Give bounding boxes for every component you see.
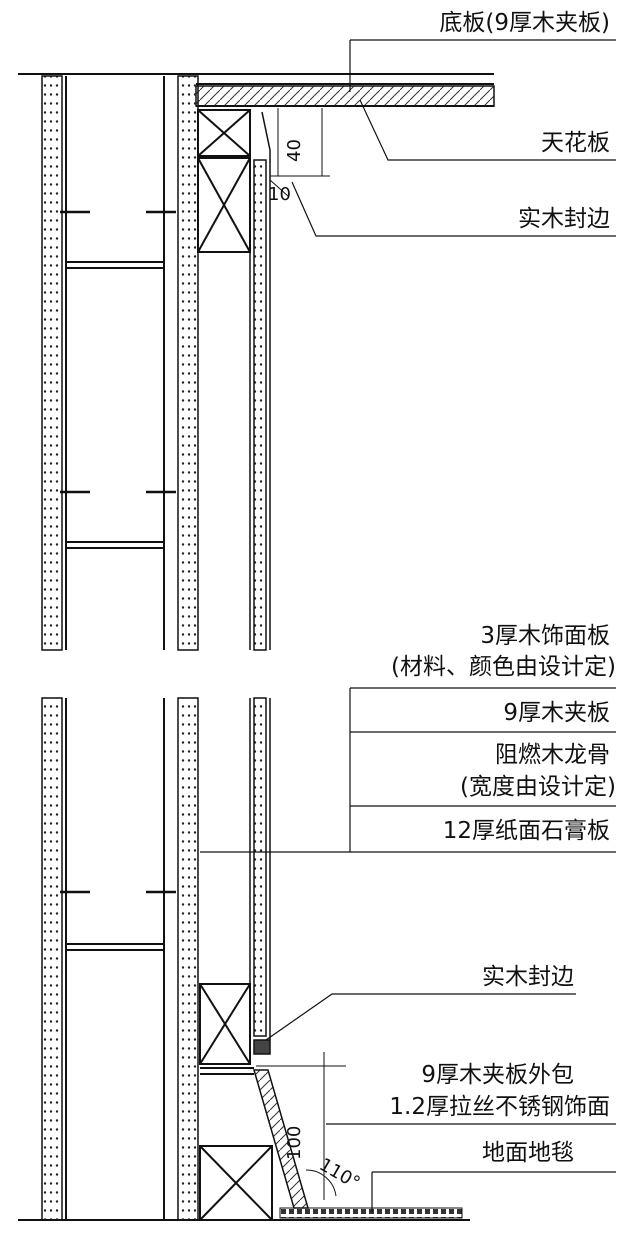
label-solid-wood-edge-bottom: 实木封边 xyxy=(482,964,574,990)
label-stainless-face: 1.2厚拉丝不锈钢饰面 xyxy=(389,1094,610,1120)
dim-edge-thickness: 10 xyxy=(268,184,291,205)
wall-panel-lower xyxy=(249,697,271,1055)
label-fire-keel: 阻燃木龙骨 xyxy=(495,742,610,768)
label-plywood-wrap: 9厚木夹板外包 xyxy=(421,1062,574,1088)
label-veneer-note: (材料、颜色由设计定) xyxy=(391,654,616,680)
wall-studs xyxy=(60,210,176,951)
left-wall-upper xyxy=(41,75,199,651)
label-plywood-9: 9厚木夹板 xyxy=(503,700,610,726)
label-floor-carpet: 地面地毯 xyxy=(482,1140,574,1166)
wall-panel-upper xyxy=(249,111,271,651)
left-wall-lower xyxy=(41,697,199,1221)
floor xyxy=(18,1207,470,1221)
dim-skirting-height: 100 xyxy=(284,1126,305,1160)
leader-lines xyxy=(200,39,616,1212)
label-veneer-panel: 3厚木饰面板 xyxy=(480,623,610,649)
label-base-board: 底板(9厚木夹板) xyxy=(439,10,610,36)
top-keel-blocks xyxy=(197,109,251,253)
dim-skirting-angle: 110° xyxy=(316,1154,364,1194)
dim-top-offset: 40 xyxy=(284,139,305,162)
dimension-lines xyxy=(256,108,346,1200)
label-ceiling-board: 天花板 xyxy=(541,130,610,156)
label-solid-wood-edge-top: 实木封边 xyxy=(518,206,610,232)
label-gypsum-12: 12厚纸面石膏板 xyxy=(442,818,610,844)
label-keel-note: (宽度由设计定) xyxy=(460,774,616,800)
ceiling-slab xyxy=(18,73,495,107)
